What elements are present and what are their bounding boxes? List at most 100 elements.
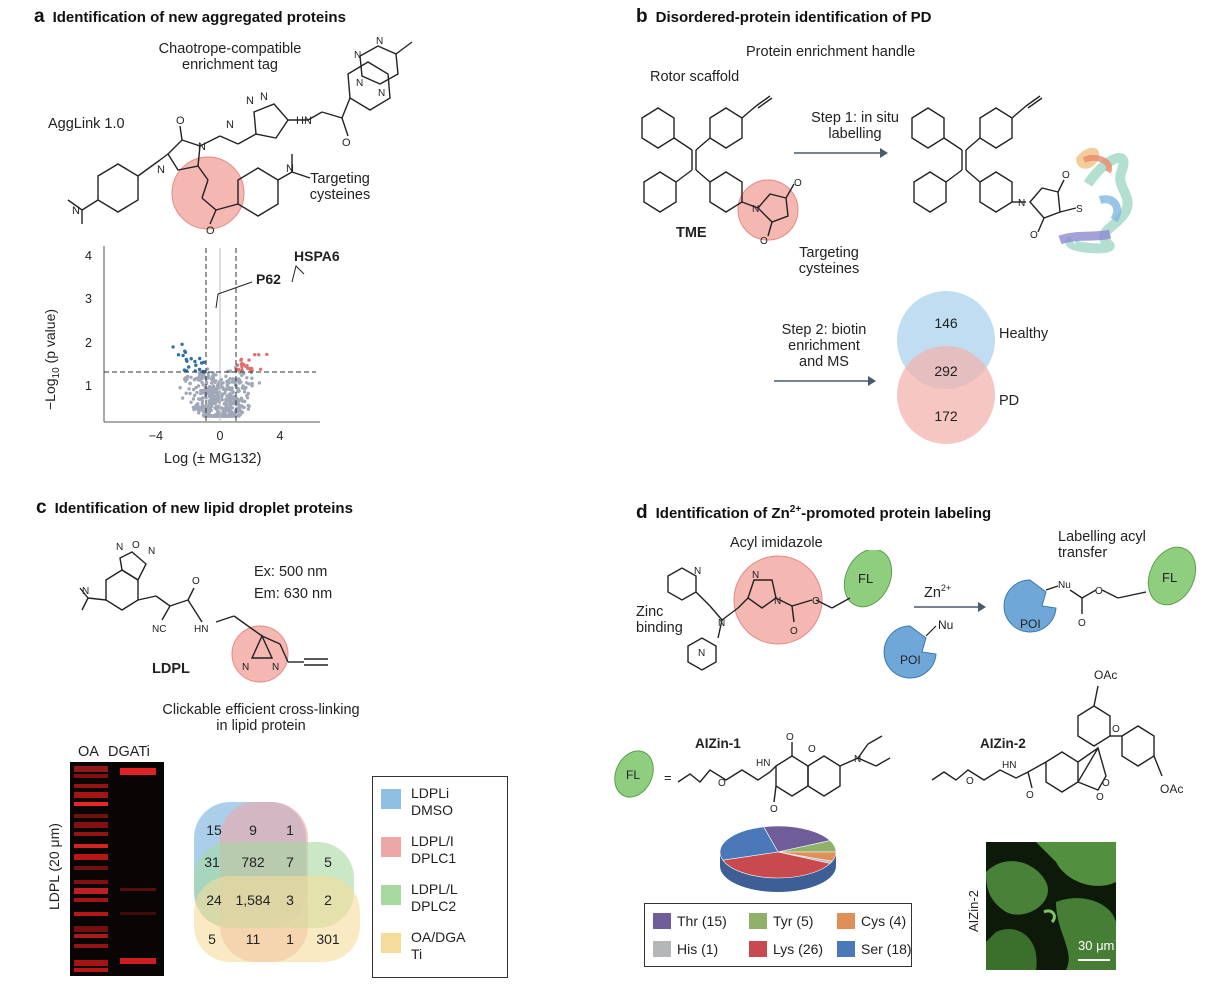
svg-text:N: N bbox=[774, 596, 781, 607]
volcano-point bbox=[226, 369, 230, 374]
volcano-point bbox=[194, 385, 198, 390]
step2-label: Step 2: biotin enrichment and MS bbox=[781, 322, 867, 370]
volcano-point bbox=[214, 414, 218, 418]
volcano-point bbox=[220, 406, 224, 410]
gel-lane-oa: OA bbox=[78, 744, 99, 760]
ytick-2: 2 bbox=[85, 336, 92, 350]
volcano-point bbox=[184, 379, 188, 383]
volcano-point bbox=[196, 402, 200, 406]
pie-legend-item: Ser (18) bbox=[837, 941, 917, 957]
pie-legend-item: Tyr (5) bbox=[749, 913, 837, 929]
svg-text:O: O bbox=[206, 225, 215, 237]
residue-pie-chart bbox=[719, 825, 837, 892]
volcano-point bbox=[216, 406, 220, 410]
venn-legend-label-line1: LDPL/I bbox=[411, 833, 454, 849]
pie-legend-label: Tyr (5) bbox=[773, 913, 814, 929]
ytick-3: 3 bbox=[85, 292, 92, 306]
svg-text:N: N bbox=[272, 662, 279, 673]
volcano-point bbox=[244, 385, 248, 390]
volcano-point bbox=[184, 357, 188, 362]
volcano-point bbox=[184, 391, 188, 395]
svg-text:N: N bbox=[82, 586, 89, 597]
gel-band bbox=[74, 968, 108, 972]
volcano-point bbox=[183, 349, 187, 353]
svg-text:O: O bbox=[1095, 586, 1103, 597]
volcano-point bbox=[240, 399, 245, 403]
step1-arrow bbox=[794, 148, 888, 158]
svg-text:O: O bbox=[770, 804, 778, 815]
pie-legend-swatch bbox=[749, 941, 767, 957]
venn4-n11: 2 bbox=[324, 892, 332, 908]
venn-legend-label-line2: DPLC1 bbox=[411, 850, 457, 866]
svg-text:=: = bbox=[664, 770, 672, 785]
pie-legend-swatch bbox=[749, 913, 767, 929]
acyl-imidazole-highlight bbox=[733, 555, 823, 645]
volcano-point bbox=[223, 388, 228, 393]
volcano-point bbox=[221, 381, 225, 385]
volcano-point bbox=[209, 408, 213, 412]
volcano-point bbox=[196, 384, 201, 388]
svg-text:N: N bbox=[116, 542, 123, 553]
handle-label: Protein enrichment handle bbox=[746, 44, 916, 60]
aizin-2-micrograph bbox=[986, 842, 1116, 970]
venn-legend-label-line1: LDPLi bbox=[411, 785, 450, 801]
volcano-ylabel: −Log10 (p value) bbox=[42, 308, 62, 410]
volcano-point bbox=[238, 370, 242, 375]
volcano-point bbox=[198, 378, 202, 382]
pie-slice bbox=[763, 825, 831, 853]
venn4-n10: 3 bbox=[286, 892, 294, 908]
pie-legend-item: Cys (4) bbox=[837, 913, 917, 929]
svg-text:O: O bbox=[1062, 170, 1070, 181]
volcano-point bbox=[225, 379, 229, 384]
volcano-point bbox=[242, 390, 247, 394]
svg-text:O: O bbox=[132, 540, 140, 551]
venn-healthy-label: Healthy bbox=[999, 326, 1049, 342]
venn4-n2: 9 bbox=[249, 822, 257, 838]
fl-tag-labelled bbox=[1147, 546, 1197, 606]
gel-band bbox=[74, 844, 108, 848]
volcano-point bbox=[191, 397, 196, 401]
step1-label: Step 1: in situ labelling bbox=[811, 110, 899, 142]
volcano-point bbox=[236, 397, 240, 401]
fl-tag-labelled-text: FL bbox=[1162, 570, 1177, 585]
volcano-point bbox=[192, 393, 197, 398]
volcano-point bbox=[240, 368, 244, 372]
zn-label: Zn2+ bbox=[924, 583, 952, 601]
poi-label-free: POI bbox=[900, 653, 921, 667]
gel-band bbox=[120, 958, 156, 964]
gel-lane-dgati: DGATi bbox=[108, 744, 150, 760]
volcano-point bbox=[171, 345, 175, 349]
svg-text:O: O bbox=[760, 236, 768, 247]
targeting-highlight bbox=[171, 156, 245, 230]
poi-label-labelled: POI bbox=[1020, 617, 1041, 631]
svg-text:N: N bbox=[854, 754, 861, 765]
targeting-label-b: Targeting cysteines bbox=[798, 245, 860, 277]
poi-free bbox=[883, 625, 937, 679]
svg-text:N: N bbox=[246, 95, 254, 107]
venn-legend-label-line1: LDPL/L bbox=[411, 881, 458, 897]
volcano-point bbox=[224, 374, 228, 379]
tag-label: Chaotrope-compatible enrichment tag bbox=[158, 41, 302, 73]
volcano-point bbox=[208, 414, 213, 418]
volcano-point bbox=[246, 391, 250, 396]
venn-healthy-count: 146 bbox=[934, 315, 958, 331]
volcano-point bbox=[236, 400, 240, 404]
pie-legend-label: Lys (26) bbox=[773, 941, 824, 957]
volcano-point bbox=[245, 376, 249, 380]
volcano-point bbox=[250, 366, 254, 371]
volcano-point bbox=[241, 384, 245, 388]
xtick-0: 0 bbox=[217, 429, 224, 443]
volcano-point bbox=[237, 380, 241, 384]
scale-bar-label: 30 μm bbox=[1078, 938, 1115, 953]
volcano-point bbox=[194, 363, 198, 367]
volcano-point bbox=[198, 356, 202, 361]
volcano-point bbox=[182, 368, 187, 372]
gel-lane-2-bands bbox=[120, 768, 156, 964]
volcano-point bbox=[196, 405, 200, 409]
